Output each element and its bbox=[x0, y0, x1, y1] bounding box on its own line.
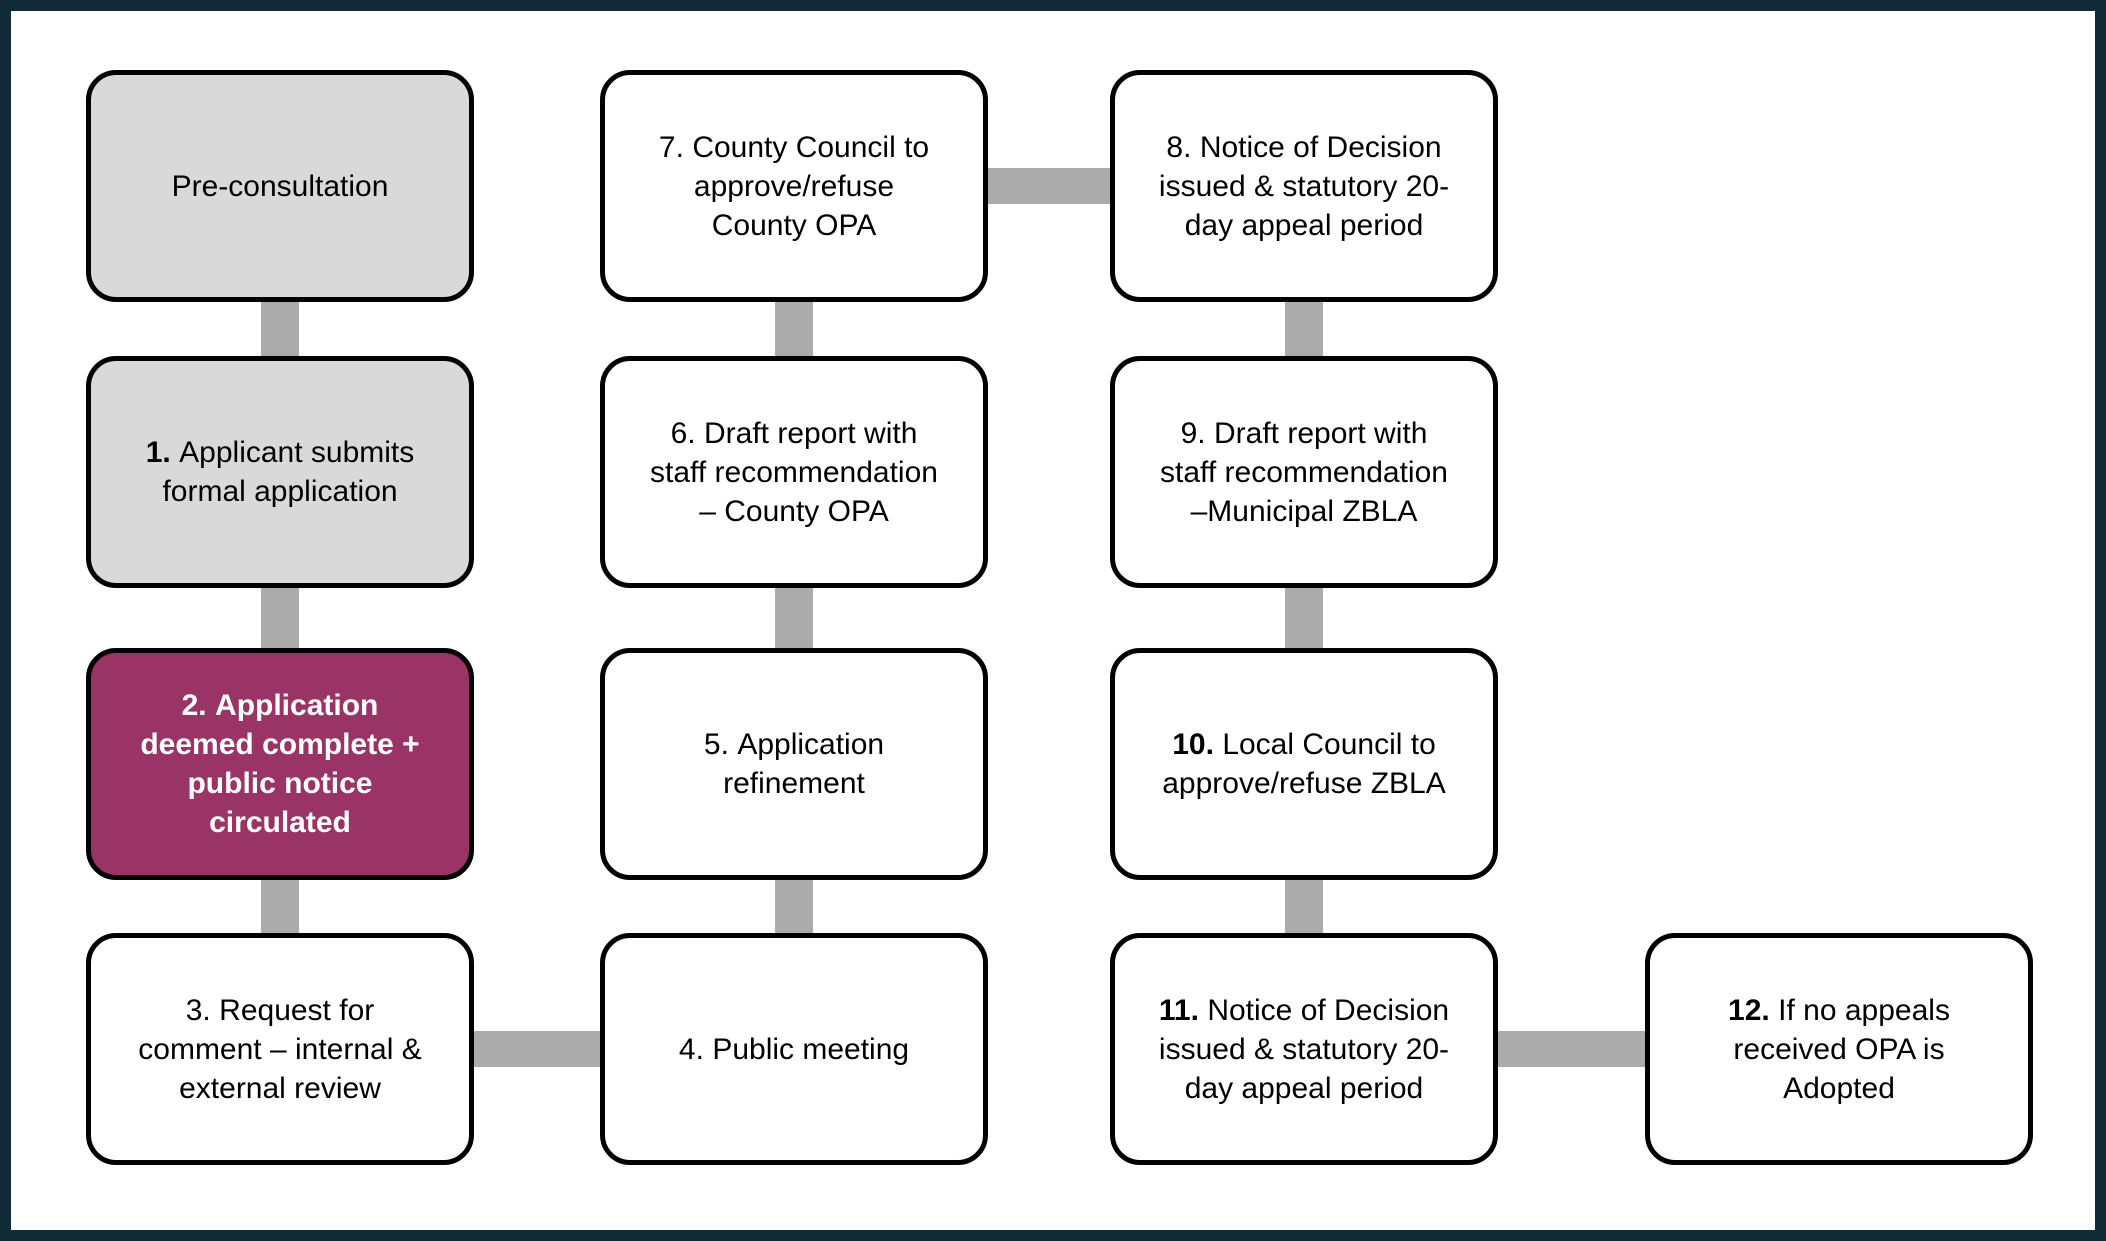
step-number: 2. bbox=[181, 689, 207, 722]
step-text: Public meeting bbox=[712, 1032, 910, 1066]
flow-box-1-applicant-submits: 1.Applicant submits formal application bbox=[86, 356, 474, 588]
step-text: Pre-consultation bbox=[171, 169, 389, 203]
connector-4-to-5 bbox=[775, 880, 813, 933]
step-text: Request for comment – internal & externa… bbox=[138, 993, 422, 1105]
step-number: 5. bbox=[703, 728, 729, 761]
connector-pre-to-1 bbox=[261, 302, 299, 356]
step-text: County Council to approve/refuse County … bbox=[692, 130, 930, 242]
step-number: 10. bbox=[1172, 728, 1214, 761]
flow-box-9-draft-report-municipal-zbla: 9.Draft report with staff recommendation… bbox=[1110, 356, 1498, 588]
connector-5-to-6 bbox=[775, 588, 813, 648]
connector-9-to-10 bbox=[1285, 588, 1323, 648]
step-text: Applicant submits formal application bbox=[162, 436, 415, 508]
step-label: 11.Notice of Decision issued & statutory… bbox=[1159, 991, 1449, 1108]
step-text: Notice of Decision issued & statutory 20… bbox=[1158, 993, 1450, 1105]
step-text: Draft report with staff recommendation –… bbox=[1160, 416, 1448, 528]
step-label: 9.Draft report with staff recommendation… bbox=[1160, 414, 1448, 531]
flow-box-7-county-council: 7.County Council to approve/refuse Count… bbox=[600, 70, 988, 302]
flow-box-11-notice-of-decision: 11.Notice of Decision issued & statutory… bbox=[1110, 933, 1498, 1165]
step-number: 9. bbox=[1180, 416, 1206, 450]
step-label: Pre-consultation bbox=[172, 167, 389, 206]
step-label: 12.If no appeals received OPA is Adopted bbox=[1728, 991, 1950, 1108]
step-text: If no appeals received OPA is Adopted bbox=[1733, 993, 1950, 1105]
flow-box-10-local-council: 10.Local Council to approve/refuse ZBLA bbox=[1110, 648, 1498, 880]
step-number: 3. bbox=[185, 993, 211, 1027]
connector-7-to-8 bbox=[988, 168, 1110, 204]
step-text: Application deemed complete + public not… bbox=[140, 689, 420, 839]
flow-box-2-application-complete: 2.Application deemed complete + public n… bbox=[86, 648, 474, 880]
flow-box-3-request-for-comment: 3.Request for comment – internal & exter… bbox=[86, 933, 474, 1165]
step-label: 4.Public meeting bbox=[679, 1030, 909, 1069]
step-label: 1.Applicant submits formal application bbox=[146, 433, 415, 511]
step-number: 11. bbox=[1158, 993, 1199, 1027]
step-label: 6.Draft report with staff recommendation… bbox=[650, 414, 938, 531]
step-number: 12. bbox=[1728, 993, 1770, 1027]
step-number: 1. bbox=[145, 436, 171, 469]
connector-8-to-9 bbox=[1285, 302, 1323, 356]
step-label: 2.Application deemed complete + public n… bbox=[140, 686, 419, 842]
step-number: 4. bbox=[678, 1032, 704, 1066]
step-label: 7.County Council to approve/refuse Count… bbox=[659, 128, 929, 245]
step-number: 8. bbox=[1166, 130, 1192, 164]
step-number: 7. bbox=[658, 130, 684, 164]
flow-box-5-application-refinement: 5.Application refinement bbox=[600, 648, 988, 880]
step-number: 6. bbox=[670, 416, 696, 450]
step-text: Draft report with staff recommendation –… bbox=[650, 416, 938, 528]
connector-2-to-3 bbox=[261, 880, 299, 933]
flow-box-8-notice-of-decision: 8.Notice of Decision issued & statutory … bbox=[1110, 70, 1498, 302]
step-text: Notice of Decision issued & statutory 20… bbox=[1158, 130, 1450, 242]
connector-10-to-11 bbox=[1285, 880, 1323, 933]
flow-box-6-draft-report-county-opa: 6.Draft report with staff recommendation… bbox=[600, 356, 988, 588]
connector-11-to-12 bbox=[1498, 1031, 1645, 1067]
step-label: 10.Local Council to approve/refuse ZBLA bbox=[1162, 725, 1446, 803]
connector-1-to-2 bbox=[261, 588, 299, 648]
flow-box-pre-consultation: Pre-consultation bbox=[86, 70, 474, 302]
step-label: 8.Notice of Decision issued & statutory … bbox=[1159, 128, 1449, 245]
step-label: 3.Request for comment – internal & exter… bbox=[138, 991, 421, 1108]
connector-6-to-7 bbox=[775, 302, 813, 356]
flow-box-4-public-meeting: 4.Public meeting bbox=[600, 933, 988, 1165]
connector-3-to-4 bbox=[474, 1031, 600, 1067]
step-text: Application refinement bbox=[723, 728, 885, 800]
step-text: Local Council to approve/refuse ZBLA bbox=[1162, 728, 1446, 800]
flow-box-12-opa-adopted: 12.If no appeals received OPA is Adopted bbox=[1645, 933, 2033, 1165]
step-label: 5.Application refinement bbox=[704, 725, 884, 803]
